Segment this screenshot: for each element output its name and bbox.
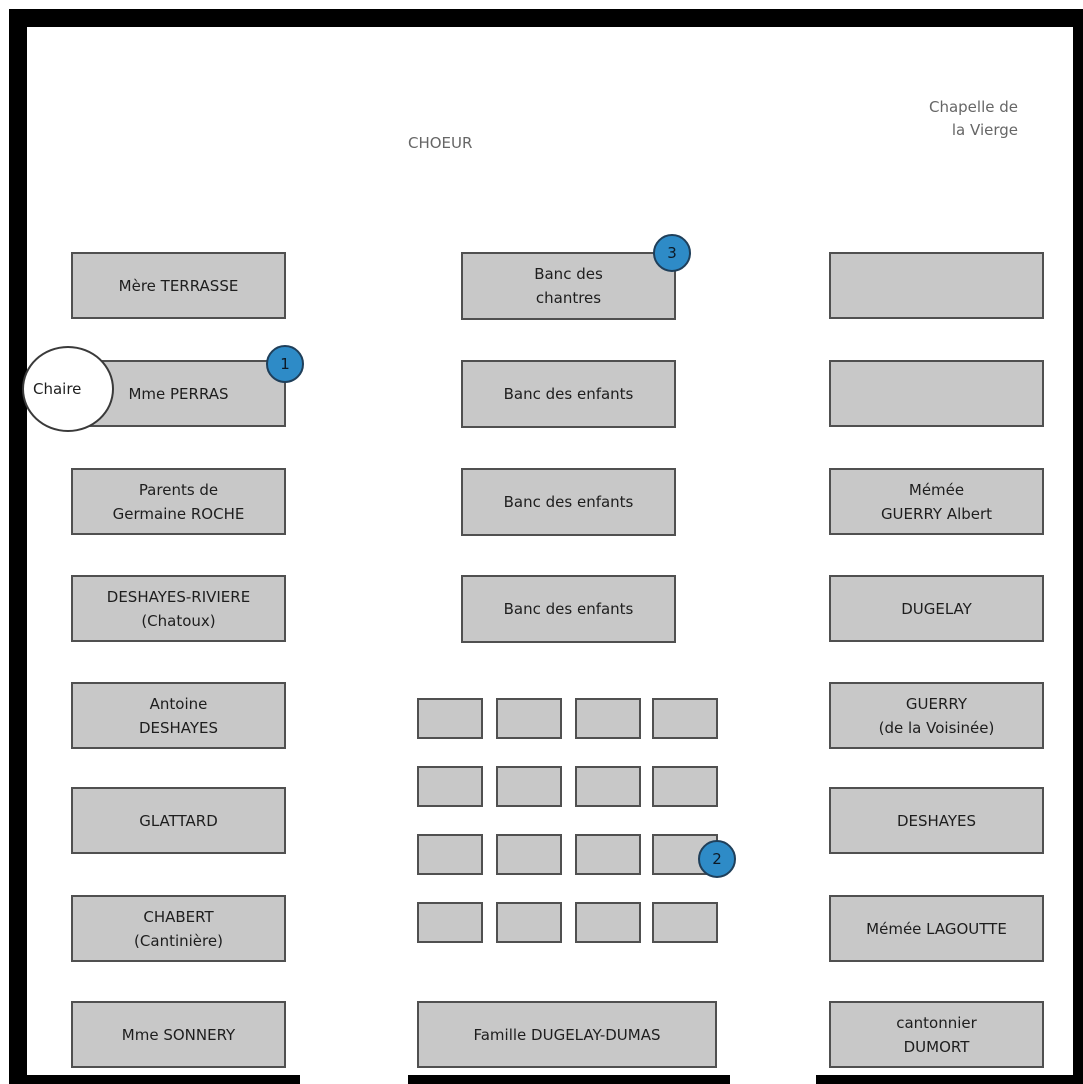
- small-bench: [575, 766, 641, 807]
- center-pew: Banc des chantres: [461, 252, 676, 320]
- bottom-center-pew: Famille DUGELAY-DUMAS: [417, 1001, 717, 1068]
- left-pew: Antoine DESHAYES: [71, 682, 286, 749]
- right-pew: [829, 360, 1044, 427]
- chapelle-label: Chapelle de la Vierge: [928, 98, 1018, 139]
- small-bench: [652, 766, 718, 807]
- pulpit-circle: Chaire: [22, 346, 114, 432]
- small-bench: [496, 698, 562, 739]
- center-pew: Banc des enfants: [461, 360, 676, 428]
- left-pew: Parents de Germaine ROCHE: [71, 468, 286, 535]
- right-pew: [829, 252, 1044, 319]
- left-pew: CHABERT (Cantinière): [71, 895, 286, 962]
- small-bench: [575, 698, 641, 739]
- left-pew: Mme PERRAS: [71, 360, 286, 427]
- small-bench: [575, 902, 641, 943]
- small-bench: [652, 698, 718, 739]
- right-pew: Mémée LAGOUTTE: [829, 895, 1044, 962]
- marker-badge-1: 1: [266, 345, 304, 383]
- center-pew: Banc des enfants: [461, 468, 676, 536]
- choeur-label: CHOEUR: [408, 134, 473, 152]
- right-pew: cantonnier DUMORT: [829, 1001, 1044, 1068]
- top-wall: [9, 9, 1083, 27]
- left-pew: Mme SONNERY: [71, 1001, 286, 1068]
- small-bench: [496, 902, 562, 943]
- left-pew: Mère TERRASSE: [71, 252, 286, 319]
- right-pew: GUERRY (de la Voisinée): [829, 682, 1044, 749]
- right-door: [730, 1058, 816, 1084]
- small-bench: [417, 766, 483, 807]
- small-bench: [652, 902, 718, 943]
- small-bench: [496, 766, 562, 807]
- left-door: [300, 1058, 408, 1084]
- marker-badge-2: 2: [698, 840, 736, 878]
- left-wall: [9, 9, 27, 1084]
- small-bench: [417, 902, 483, 943]
- bottom-wall: [9, 1075, 1083, 1084]
- center-pew: Banc des enfants: [461, 575, 676, 643]
- right-wall: [1073, 9, 1083, 1084]
- left-pew: GLATTARD: [71, 787, 286, 854]
- pulpit-label: Chaire: [33, 380, 82, 398]
- small-bench: [575, 834, 641, 875]
- left-pew: DESHAYES-RIVIERE (Chatoux): [71, 575, 286, 642]
- marker-badge-3: 3: [653, 234, 691, 272]
- right-pew: DUGELAY: [829, 575, 1044, 642]
- right-pew: Mémée GUERRY Albert: [829, 468, 1044, 535]
- right-pew: DESHAYES: [829, 787, 1044, 854]
- small-bench: [417, 834, 483, 875]
- small-bench: [417, 698, 483, 739]
- small-bench: [496, 834, 562, 875]
